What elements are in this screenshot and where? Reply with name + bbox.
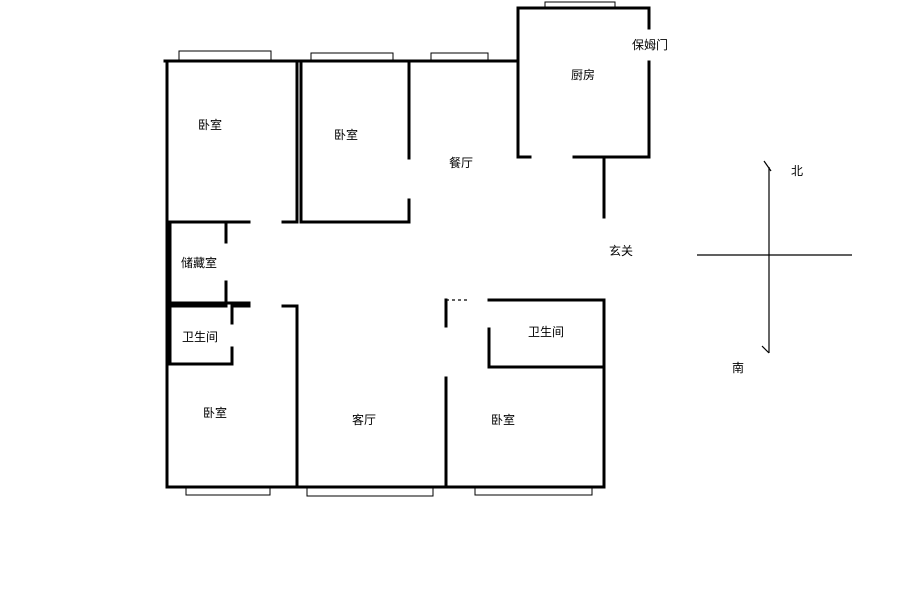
- room-label-storage: 储藏室: [181, 256, 218, 270]
- compass-north-label: 北: [791, 164, 804, 178]
- room-label-foyer: 玄关: [609, 244, 634, 258]
- room-label-dining-room: 餐厅: [449, 156, 474, 170]
- room-label-bathroom-left: 卫生间: [182, 330, 219, 344]
- room-label-kitchen: 厨房: [571, 68, 596, 82]
- room-label-bedroom-top-middle: 卧室: [334, 128, 359, 142]
- room-label-bedroom-bottom-right: 卧室: [491, 413, 516, 427]
- compass-south-label: 南: [732, 361, 745, 375]
- window-top-left: [178, 50, 272, 61]
- walls: [163, 6, 651, 489]
- compass: [697, 160, 852, 354]
- room-label-bedroom-bottom-left: 卧室: [203, 406, 228, 420]
- window-top-middle: [310, 52, 394, 61]
- service-door-label: 保姆门: [632, 38, 669, 52]
- room-label-bedroom-top-left: 卧室: [198, 118, 223, 132]
- window-dining: [430, 52, 489, 61]
- room-label-living-room: 客厅: [352, 413, 377, 427]
- room-label-bathroom-right: 卫生间: [528, 325, 565, 339]
